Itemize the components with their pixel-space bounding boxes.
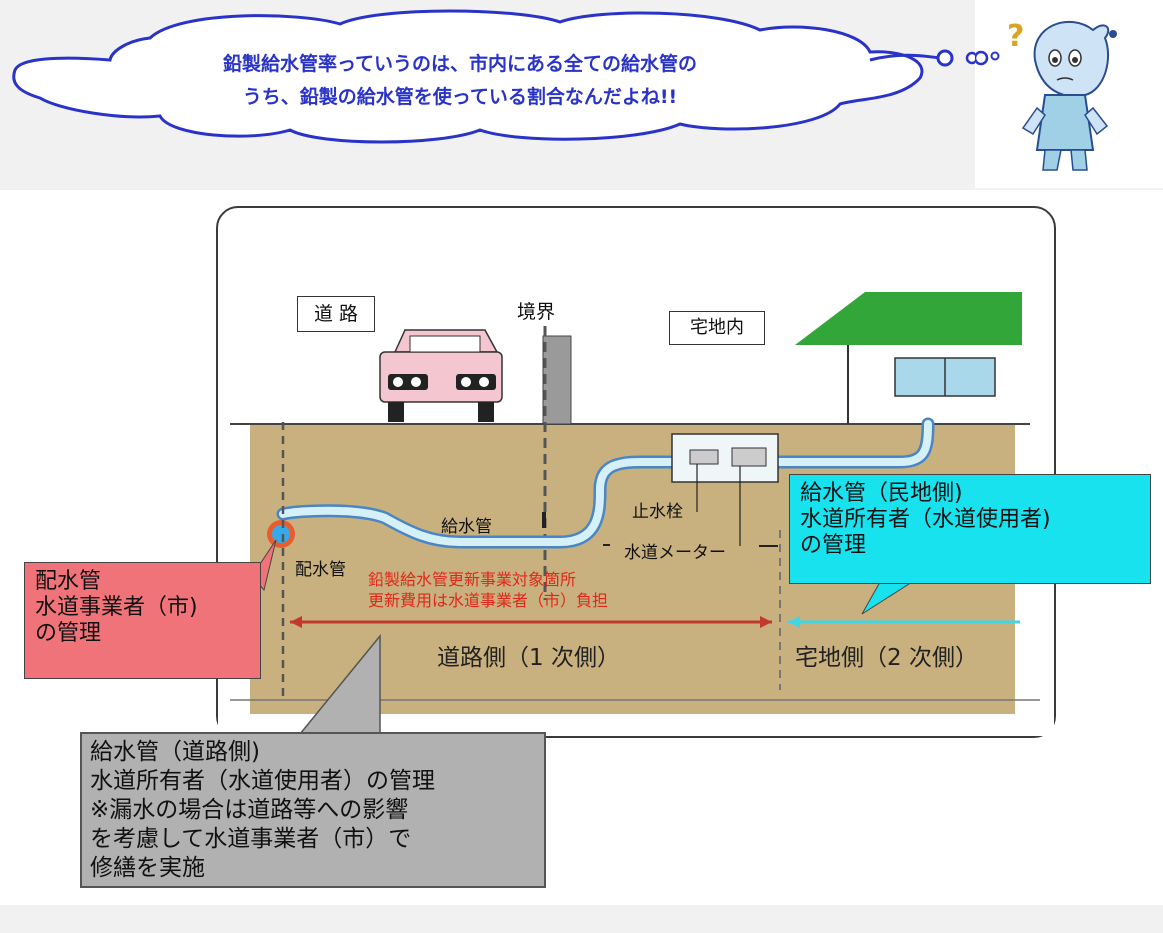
footer-band [0,905,1163,933]
gray-callout-line-4: を考慮して水道事業者（市）で [90,826,412,852]
distribution-main-icon [272,525,290,543]
supply-pipe [279,420,932,546]
cyan-callout-line-3: の管理 [800,533,867,558]
cloud-text-line-1: 鉛製給水管率っていうのは、市内にある全ての給水管の [222,53,698,75]
house-icon [795,292,1022,424]
road-tag: 道 路 [297,296,375,332]
car-icon [379,329,503,422]
supply-pipe-label: 給水管 [441,517,492,537]
gray-callout-line-1: 給水管（道路側) [90,739,260,765]
distribution-main-callout: 配水管 水道事業者（市) の管理 [24,562,261,679]
lead-pipe-replacement-note: 鉛製給水管更新事業対象箇所 更新費用は水道事業者（市）負担 [368,569,608,611]
svg-text:?: ? [1007,19,1024,54]
water-meter-label: 水道メーター [624,543,726,563]
mascot-panel: ? [973,0,1163,188]
red-callout-line-2: 水道事業者（市) [35,595,198,620]
thought-bubble-small-1 [936,49,954,67]
road-side-pipe-callout: 給水管（道路側) 水道所有者（水道使用者）の管理 ※漏水の場合は道路等への影響 … [80,732,546,888]
cyan-callout-line-2: 水道所有者（水道使用者) [800,507,1051,532]
red-note-line-1: 鉛製給水管更新事業対象箇所 [368,570,577,589]
stop-valve-icon [689,449,719,465]
lot-side-label: 宅地側（2 次側） [795,645,978,671]
red-note-line-2: 更新費用は水道事業者（市）負担 [368,591,609,610]
water-meter-icon [731,447,767,467]
red-callout-line-1: 配水管 [35,569,102,594]
private-side-pipe-callout: 給水管（民地側) 水道所有者（水道使用者) の管理 [789,474,1151,584]
thought-cloud [12,9,979,144]
cloud-text-line-2: うち、鉛製の給水管を使っている割合なんだよね!! [242,86,678,108]
cloud-text: 鉛製給水管率っていうのは、市内にある全ての給水管の うち、鉛製の給水管を使ってい… [120,48,800,114]
gray-callout-line-5: 修繕を実施 [90,855,205,881]
in-lot-tag: 宅地内 [669,311,765,345]
boundary-label: 境界 [517,301,556,323]
distribution-pipe-label: 配水管 [295,560,346,580]
stop-valve-label: 止水栓 [632,502,683,522]
boundary-wall [542,335,572,425]
gray-callout-line-2: 水道所有者（水道使用者）の管理 [90,768,435,794]
mascot-character-icon: ? [973,19,1117,171]
road-side-label: 道路側（1 次側） [437,645,620,671]
red-callout-line-3: の管理 [35,621,102,646]
cyan-callout-line-1: 給水管（民地側) [800,481,963,506]
gray-callout-line-3: ※漏水の場合は道路等への影響 [90,797,409,823]
